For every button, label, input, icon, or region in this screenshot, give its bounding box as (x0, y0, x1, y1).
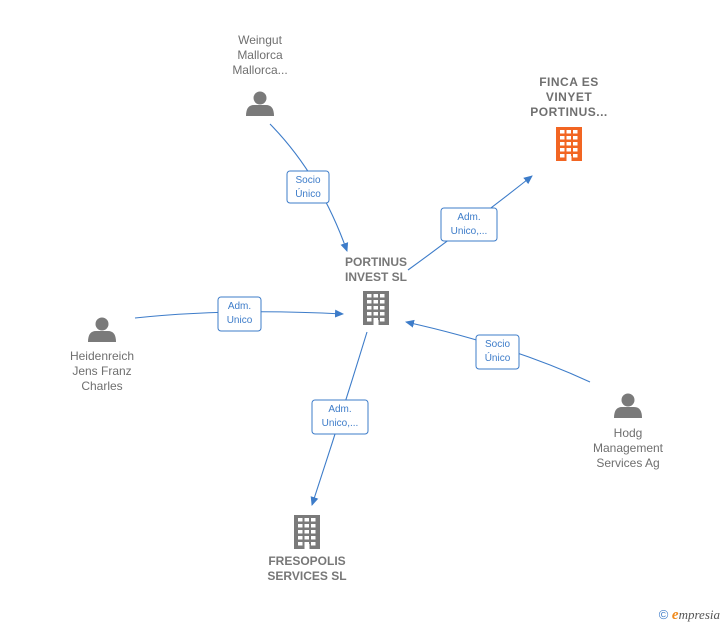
node-label-line: Heidenreich (70, 349, 134, 363)
node-label-line: Weingut (238, 33, 282, 47)
node-label-line: PORTINUS... (530, 105, 608, 119)
node-label-line: VINYET (546, 90, 593, 104)
person-icon (88, 317, 116, 342)
edge-label-line: Unico,... (322, 418, 359, 429)
person-icon (614, 393, 642, 418)
node-label-line: INVEST SL (345, 270, 407, 284)
node-label-line: FRESOPOLIS (268, 554, 345, 568)
node-label-line: Jens Franz (72, 364, 131, 378)
edge-heidenreich-portinus[interactable]: Adm. Unico (134, 296, 344, 332)
node-label-line: SERVICES SL (267, 569, 346, 583)
node-label-line: Services Ag (596, 456, 659, 470)
node-label-line: Mallorca (237, 48, 283, 62)
edge-label-line: Adm. (328, 404, 351, 415)
edge-portinus-finca[interactable]: Adm. Unico,... (407, 175, 533, 271)
edge-label-line: Adm. (228, 301, 251, 312)
edge-label-box[interactable] (440, 207, 498, 242)
node-finca[interactable]: FINCA ESVINYETPORTINUS... (530, 75, 608, 161)
edge-label-box[interactable] (475, 334, 520, 370)
edge-label-line: Socio (295, 175, 320, 186)
copyright-icon: © (658, 607, 669, 622)
building-icon (556, 127, 582, 161)
node-label-line: Mallorca... (232, 63, 287, 77)
node-label-line: Charles (81, 379, 122, 393)
edges-layer: SocioÚnicoAdm.Unico,...Adm.UnicoSocioÚni… (134, 123, 591, 506)
edge-portinus-fresopolis[interactable]: Adm. Unico,... (310, 331, 369, 506)
edge-label-line: Único (295, 187, 321, 200)
node-label-line: PORTINUS (345, 255, 407, 269)
edge-label-line: Adm. (457, 212, 480, 223)
edge-label-line: Unico (227, 315, 253, 326)
node-label-line: FINCA ES (539, 75, 599, 89)
node-weingut[interactable]: WeingutMallorcaMallorca... (232, 33, 288, 116)
empresia-logo[interactable]: empresia (671, 607, 720, 623)
node-label-line: Management (593, 441, 664, 455)
building-icon (294, 515, 320, 549)
edge-label-box[interactable] (286, 170, 330, 204)
edge-label-box[interactable] (217, 296, 262, 332)
edge-label-line: Único (485, 351, 511, 364)
node-label-line: Hodg (614, 426, 643, 440)
person-icon (246, 91, 274, 116)
edge-label-line: Socio (485, 339, 510, 350)
copyright-footer: © empresia (659, 607, 720, 624)
edge-label-box[interactable] (311, 399, 369, 435)
edge-label-line: Unico,... (451, 226, 488, 237)
building-icon (363, 291, 389, 325)
